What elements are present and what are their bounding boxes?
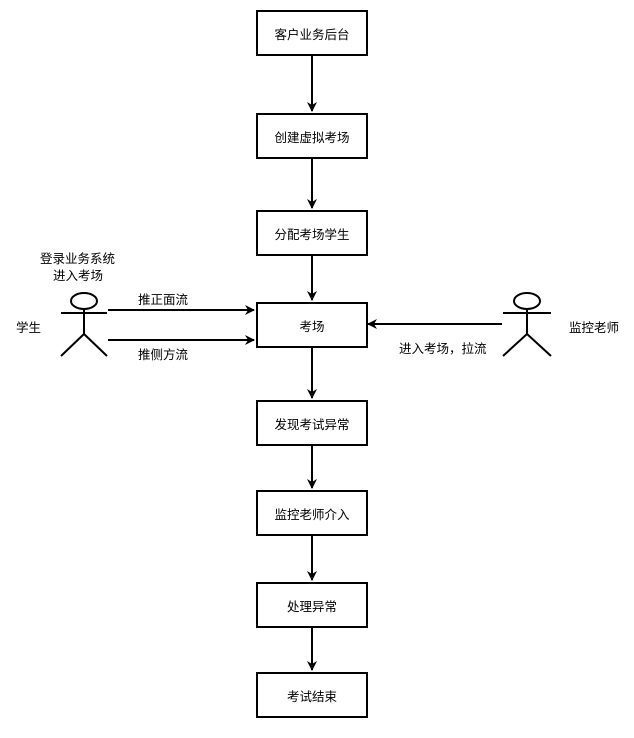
side-stream-label: 推侧方流 xyxy=(138,347,189,362)
node-label: 创建虚拟考场 xyxy=(274,129,350,145)
node-exam-room[interactable]: 考场 xyxy=(256,302,368,348)
node-assign-students[interactable]: 分配考场学生 xyxy=(256,210,368,256)
node-exam-end[interactable]: 考试结束 xyxy=(256,672,368,718)
node-teacher-intervene[interactable]: 监控老师介入 xyxy=(256,490,368,536)
node-label: 监控老师介入 xyxy=(274,506,350,522)
student-actor-icon xyxy=(60,292,108,357)
teacher-label: 监控老师 xyxy=(569,320,620,335)
student-note-line2: 进入考场 xyxy=(53,268,104,283)
node-label: 发现考试异常 xyxy=(274,416,350,432)
student-note-line1: 登录业务系统 xyxy=(40,251,116,266)
student-label: 学生 xyxy=(16,320,42,335)
node-backend[interactable]: 客户业务后台 xyxy=(256,10,368,56)
teacher-actor-icon xyxy=(502,292,552,357)
node-label: 考场 xyxy=(299,318,325,334)
node-anomaly-found[interactable]: 发现考试异常 xyxy=(256,400,368,446)
teacher-pull-label: 进入考场，拉流 xyxy=(399,341,487,356)
node-label: 客户业务后台 xyxy=(274,26,350,42)
node-create-room[interactable]: 创建虚拟考场 xyxy=(256,113,368,159)
node-label: 考试结束 xyxy=(286,688,337,704)
node-label: 处理异常 xyxy=(286,598,337,614)
node-handle-anomaly[interactable]: 处理异常 xyxy=(256,582,368,628)
node-label: 分配考场学生 xyxy=(274,226,350,242)
front-stream-label: 推正面流 xyxy=(138,292,189,307)
